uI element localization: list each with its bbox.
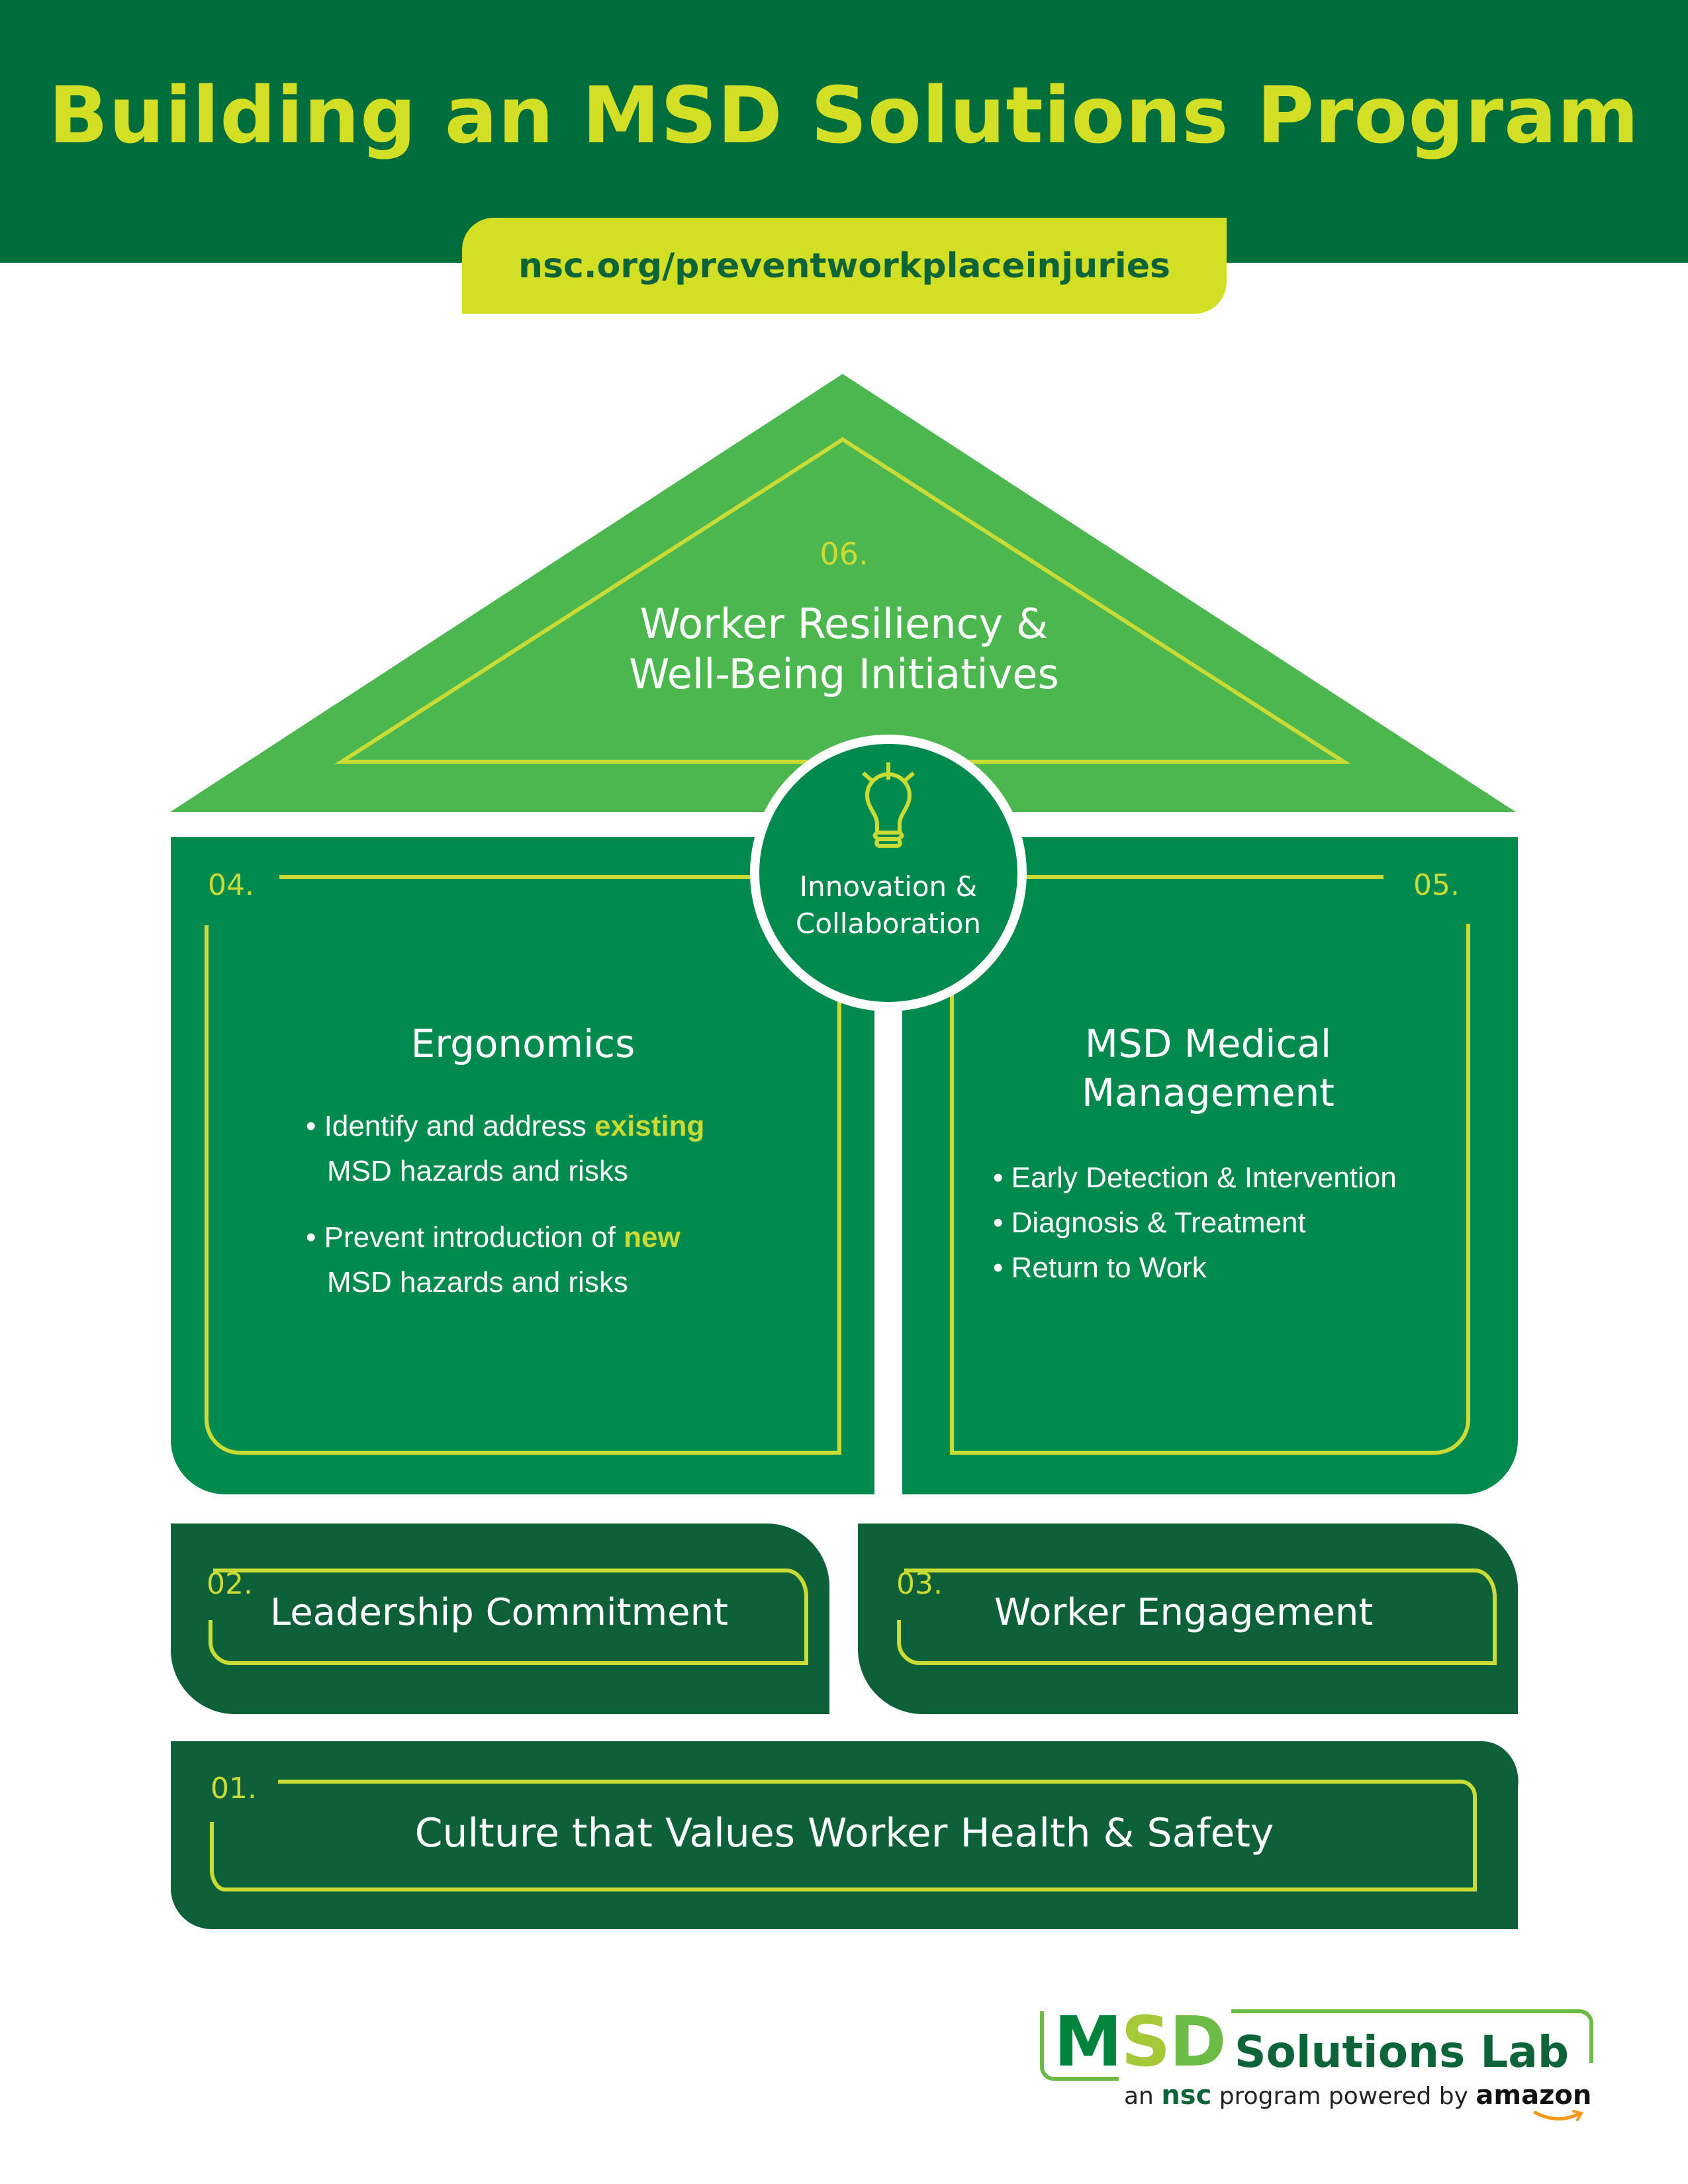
- logo-solutions-lab: Solutions Lab: [1235, 2026, 1570, 2077]
- bullet-dot: •: [306, 1221, 316, 1253]
- medical-bullet-list: • Early Detection & Intervention • Diagn…: [993, 1156, 1470, 1291]
- block-engagement-outline: [897, 1569, 1497, 1665]
- block-culture-number: 01.: [211, 1772, 257, 1805]
- bullet-text: Return to Work: [1011, 1251, 1207, 1284]
- block-culture-shape: [170, 1741, 1519, 1929]
- tagline-mid: program powered by: [1211, 2083, 1476, 2110]
- bullet-continuation: MSD hazards and risks: [327, 1266, 628, 1298]
- list-item: • Prevent introduction of new MSD hazard…: [306, 1215, 769, 1305]
- pillar-medical-title-line2: Management: [1081, 1070, 1335, 1115]
- innovation-circle: [750, 735, 1027, 1011]
- list-item: • Early Detection & Intervention: [993, 1156, 1470, 1201]
- pillar-ergonomics-title: Ergonomics: [410, 1021, 635, 1066]
- logo-msd: MSD: [1054, 2005, 1227, 2078]
- roof-shape: [170, 374, 1516, 812]
- pillar-medical-title: MSD Medical Management: [953, 1019, 1463, 1117]
- lightbulb-icon: [862, 762, 915, 848]
- logo-tagline: an nsc program powered by amazon: [1124, 2080, 1591, 2111]
- block-leadership-number: 02.: [207, 1567, 253, 1601]
- block-culture-title: Culture that Values Worker Health & Safe…: [414, 1810, 1274, 1856]
- pillar-medical-title-line1: MSD Medical: [1084, 1021, 1332, 1066]
- bullet-text: Diagnosis & Treatment: [1011, 1206, 1306, 1239]
- bullet-highlight: new: [624, 1221, 680, 1253]
- pillar-medical-shape: [902, 837, 1518, 1494]
- block-leadership-title: Leadership Commitment: [270, 1591, 729, 1634]
- bullet-dot: •: [993, 1206, 1004, 1239]
- roof-number: 06.: [820, 536, 868, 572]
- tagline-an: an: [1124, 2083, 1162, 2110]
- bullet-highlight: existing: [594, 1110, 705, 1142]
- list-item: • Identify and address existing MSD haza…: [306, 1104, 769, 1194]
- logo-letter-s: S: [1121, 2001, 1171, 2082]
- page-title: Building an MSD Solutions Program: [48, 69, 1640, 161]
- url-link[interactable]: nsc.org/preventworkplaceinjuries: [462, 218, 1227, 314]
- list-item: • Diagnosis & Treatment: [993, 1201, 1470, 1246]
- amazon-smile-icon: [1533, 2110, 1584, 2121]
- pillar-ergonomics-shape: [171, 837, 874, 1494]
- innovation-label-line1: Innovation &: [799, 870, 978, 903]
- block-engagement-number: 03.: [896, 1567, 943, 1601]
- logo-letter-m: M: [1054, 2001, 1122, 2082]
- bullet-dot: •: [993, 1251, 1004, 1284]
- pillar-medical-number: 05.: [1413, 868, 1460, 902]
- bullet-text: Prevent introduction of: [324, 1221, 624, 1253]
- roof-title-line2: Well-Being Initiatives: [629, 650, 1059, 698]
- block-culture-outline: [210, 1780, 1477, 1891]
- bullet-dot: •: [306, 1110, 316, 1142]
- pillar-ergonomics-outline: [205, 875, 841, 1455]
- pillar-ergonomics-number: 04.: [208, 868, 254, 902]
- logo-letter-d: D: [1169, 2001, 1226, 2082]
- bullet-text: Early Detection & Intervention: [1011, 1161, 1397, 1194]
- pillar-medical-outline: [950, 875, 1470, 1455]
- amazon-logo: amazon: [1476, 2080, 1592, 2111]
- roof-title-line1: Worker Resiliency &: [639, 600, 1049, 648]
- logo-frame: [1040, 2009, 1593, 2081]
- block-leadership-outline: [209, 1569, 808, 1665]
- block-engagement-title: Worker Engagement: [994, 1591, 1374, 1634]
- innovation-label-line2: Collaboration: [796, 907, 981, 940]
- url-text: nsc.org/preventworkplaceinjuries: [518, 246, 1170, 286]
- nsc-logo: nsc: [1161, 2080, 1212, 2111]
- bullet-dot: •: [993, 1161, 1004, 1194]
- list-item: • Return to Work: [993, 1246, 1470, 1291]
- roof-title: Worker Resiliency & Well-Being Initiativ…: [0, 599, 1688, 700]
- bullet-continuation: MSD hazards and risks: [327, 1155, 628, 1187]
- bullet-text: Identify and address: [324, 1110, 595, 1142]
- innovation-label: Innovation & Collaboration: [756, 868, 1021, 942]
- ergonomics-bullet-list: • Identify and address existing MSD haza…: [306, 1104, 769, 1326]
